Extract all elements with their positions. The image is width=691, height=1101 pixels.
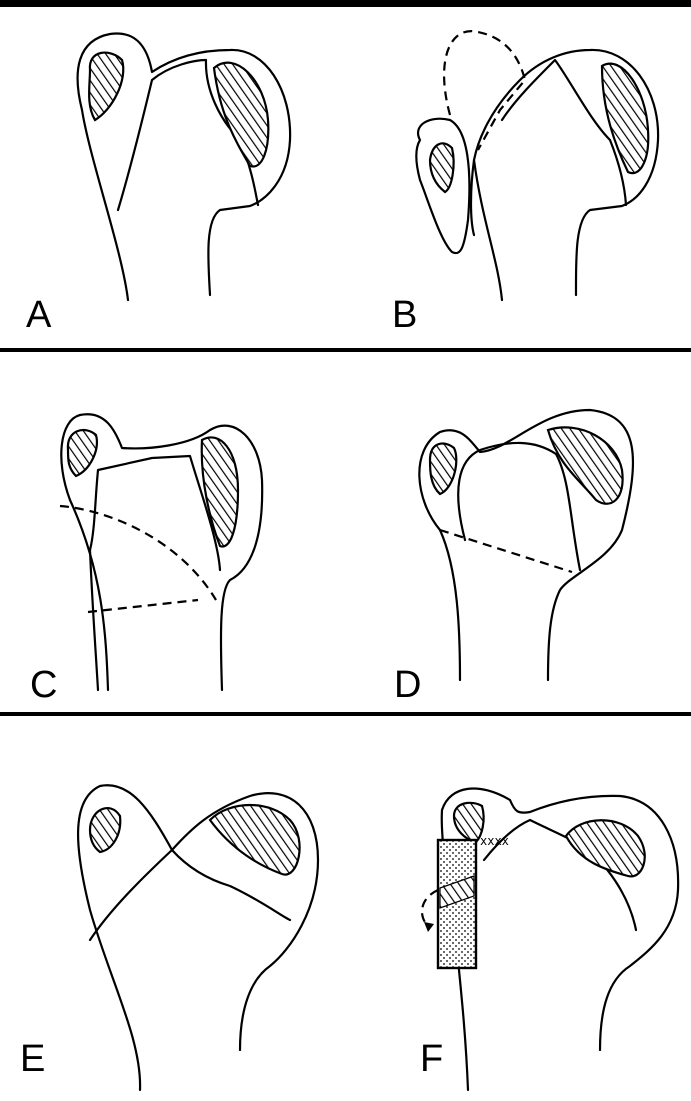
panel-a-drawing	[30, 20, 360, 350]
panel-b: B	[390, 20, 691, 350]
panel-f-label: F	[420, 1040, 443, 1078]
panel-e-drawing	[50, 740, 380, 1070]
panel-a-label: A	[26, 296, 51, 334]
panel-a: A	[30, 20, 360, 350]
panel-b-label: B	[392, 296, 417, 334]
panel-d-label: D	[394, 666, 421, 704]
panel-b-drawing	[390, 20, 691, 350]
panel-c: C	[40, 370, 370, 700]
divider-2	[0, 712, 691, 716]
panel-e: E	[50, 740, 380, 1070]
panel-e-label: E	[20, 1040, 45, 1078]
top-divider	[0, 0, 691, 7]
panel-d: D	[400, 370, 691, 700]
panel-f: xxxx F	[400, 740, 691, 1070]
panel-c-label: C	[30, 666, 57, 704]
suture-marks: xxxx	[480, 834, 509, 848]
panel-f-drawing: xxxx	[400, 740, 691, 1070]
panel-c-drawing	[40, 370, 370, 700]
panel-d-drawing	[400, 370, 691, 700]
